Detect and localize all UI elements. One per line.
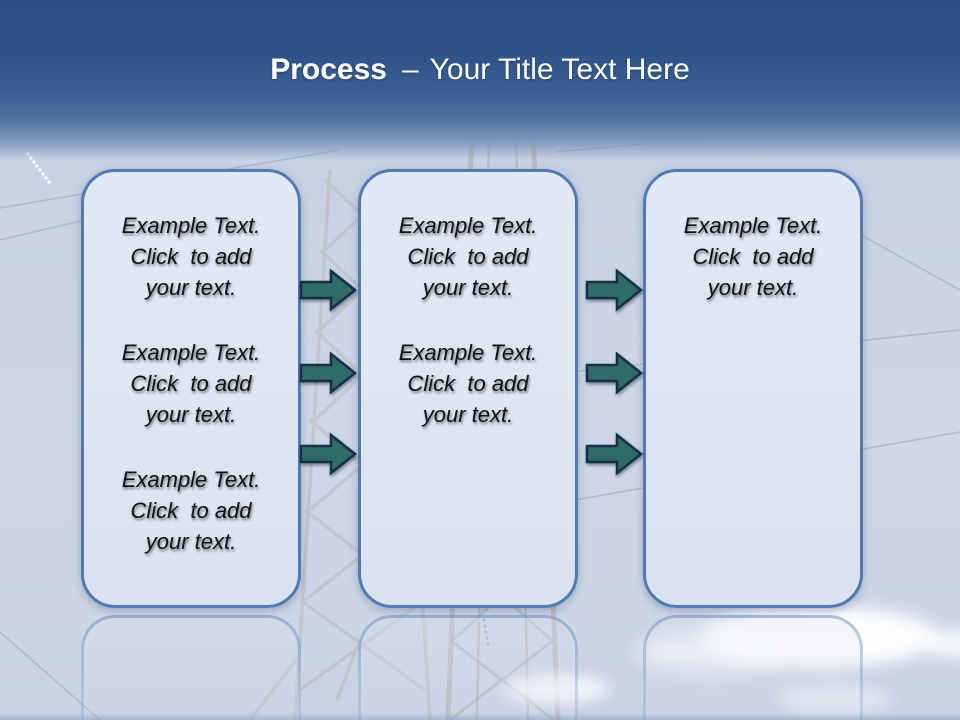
title-separator: – (401, 53, 419, 86)
arrow-right-icon (299, 268, 357, 312)
arrow-right-icon (585, 432, 643, 476)
arrow-right-icon (299, 432, 357, 476)
text-placeholder[interactable]: Example Text. Click to add your text. (121, 340, 261, 427)
text-placeholder[interactable]: Example Text. Click to add your text. (398, 340, 538, 427)
box-reflection (643, 615, 863, 720)
text-placeholder[interactable]: Example Text. Click to add your text. (121, 213, 261, 300)
title-keyword: Process (270, 53, 387, 86)
process-box-3[interactable]: Example Text. Click to add your text. (643, 169, 863, 608)
text-placeholder[interactable]: Example Text. Click to add your text. (121, 467, 261, 554)
cloud (700, 606, 940, 668)
cloud (636, 632, 786, 672)
arrow-right-icon (585, 351, 643, 395)
cloud (505, 674, 610, 704)
box-reflection (358, 615, 578, 720)
process-box-2[interactable]: Example Text. Click to add your text. Ex… (358, 169, 578, 608)
header-band: Process–Your Title Text Here (0, 0, 960, 160)
arrow-right-icon (585, 268, 643, 312)
cloud (778, 686, 893, 712)
box-reflection (81, 615, 301, 720)
title-placeholder-text: Your Title Text Here (429, 53, 690, 86)
text-placeholder[interactable]: Example Text. Click to add your text. (398, 213, 538, 300)
bottom-edge-shade (0, 713, 960, 720)
process-box-1[interactable]: Example Text. Click to add your text. Ex… (81, 169, 301, 608)
arrow-right-icon (299, 351, 357, 395)
text-placeholder[interactable]: Example Text. Click to add your text. (683, 213, 823, 300)
cloud (922, 630, 960, 658)
slide-title[interactable]: Process–Your Title Text Here (0, 52, 960, 88)
